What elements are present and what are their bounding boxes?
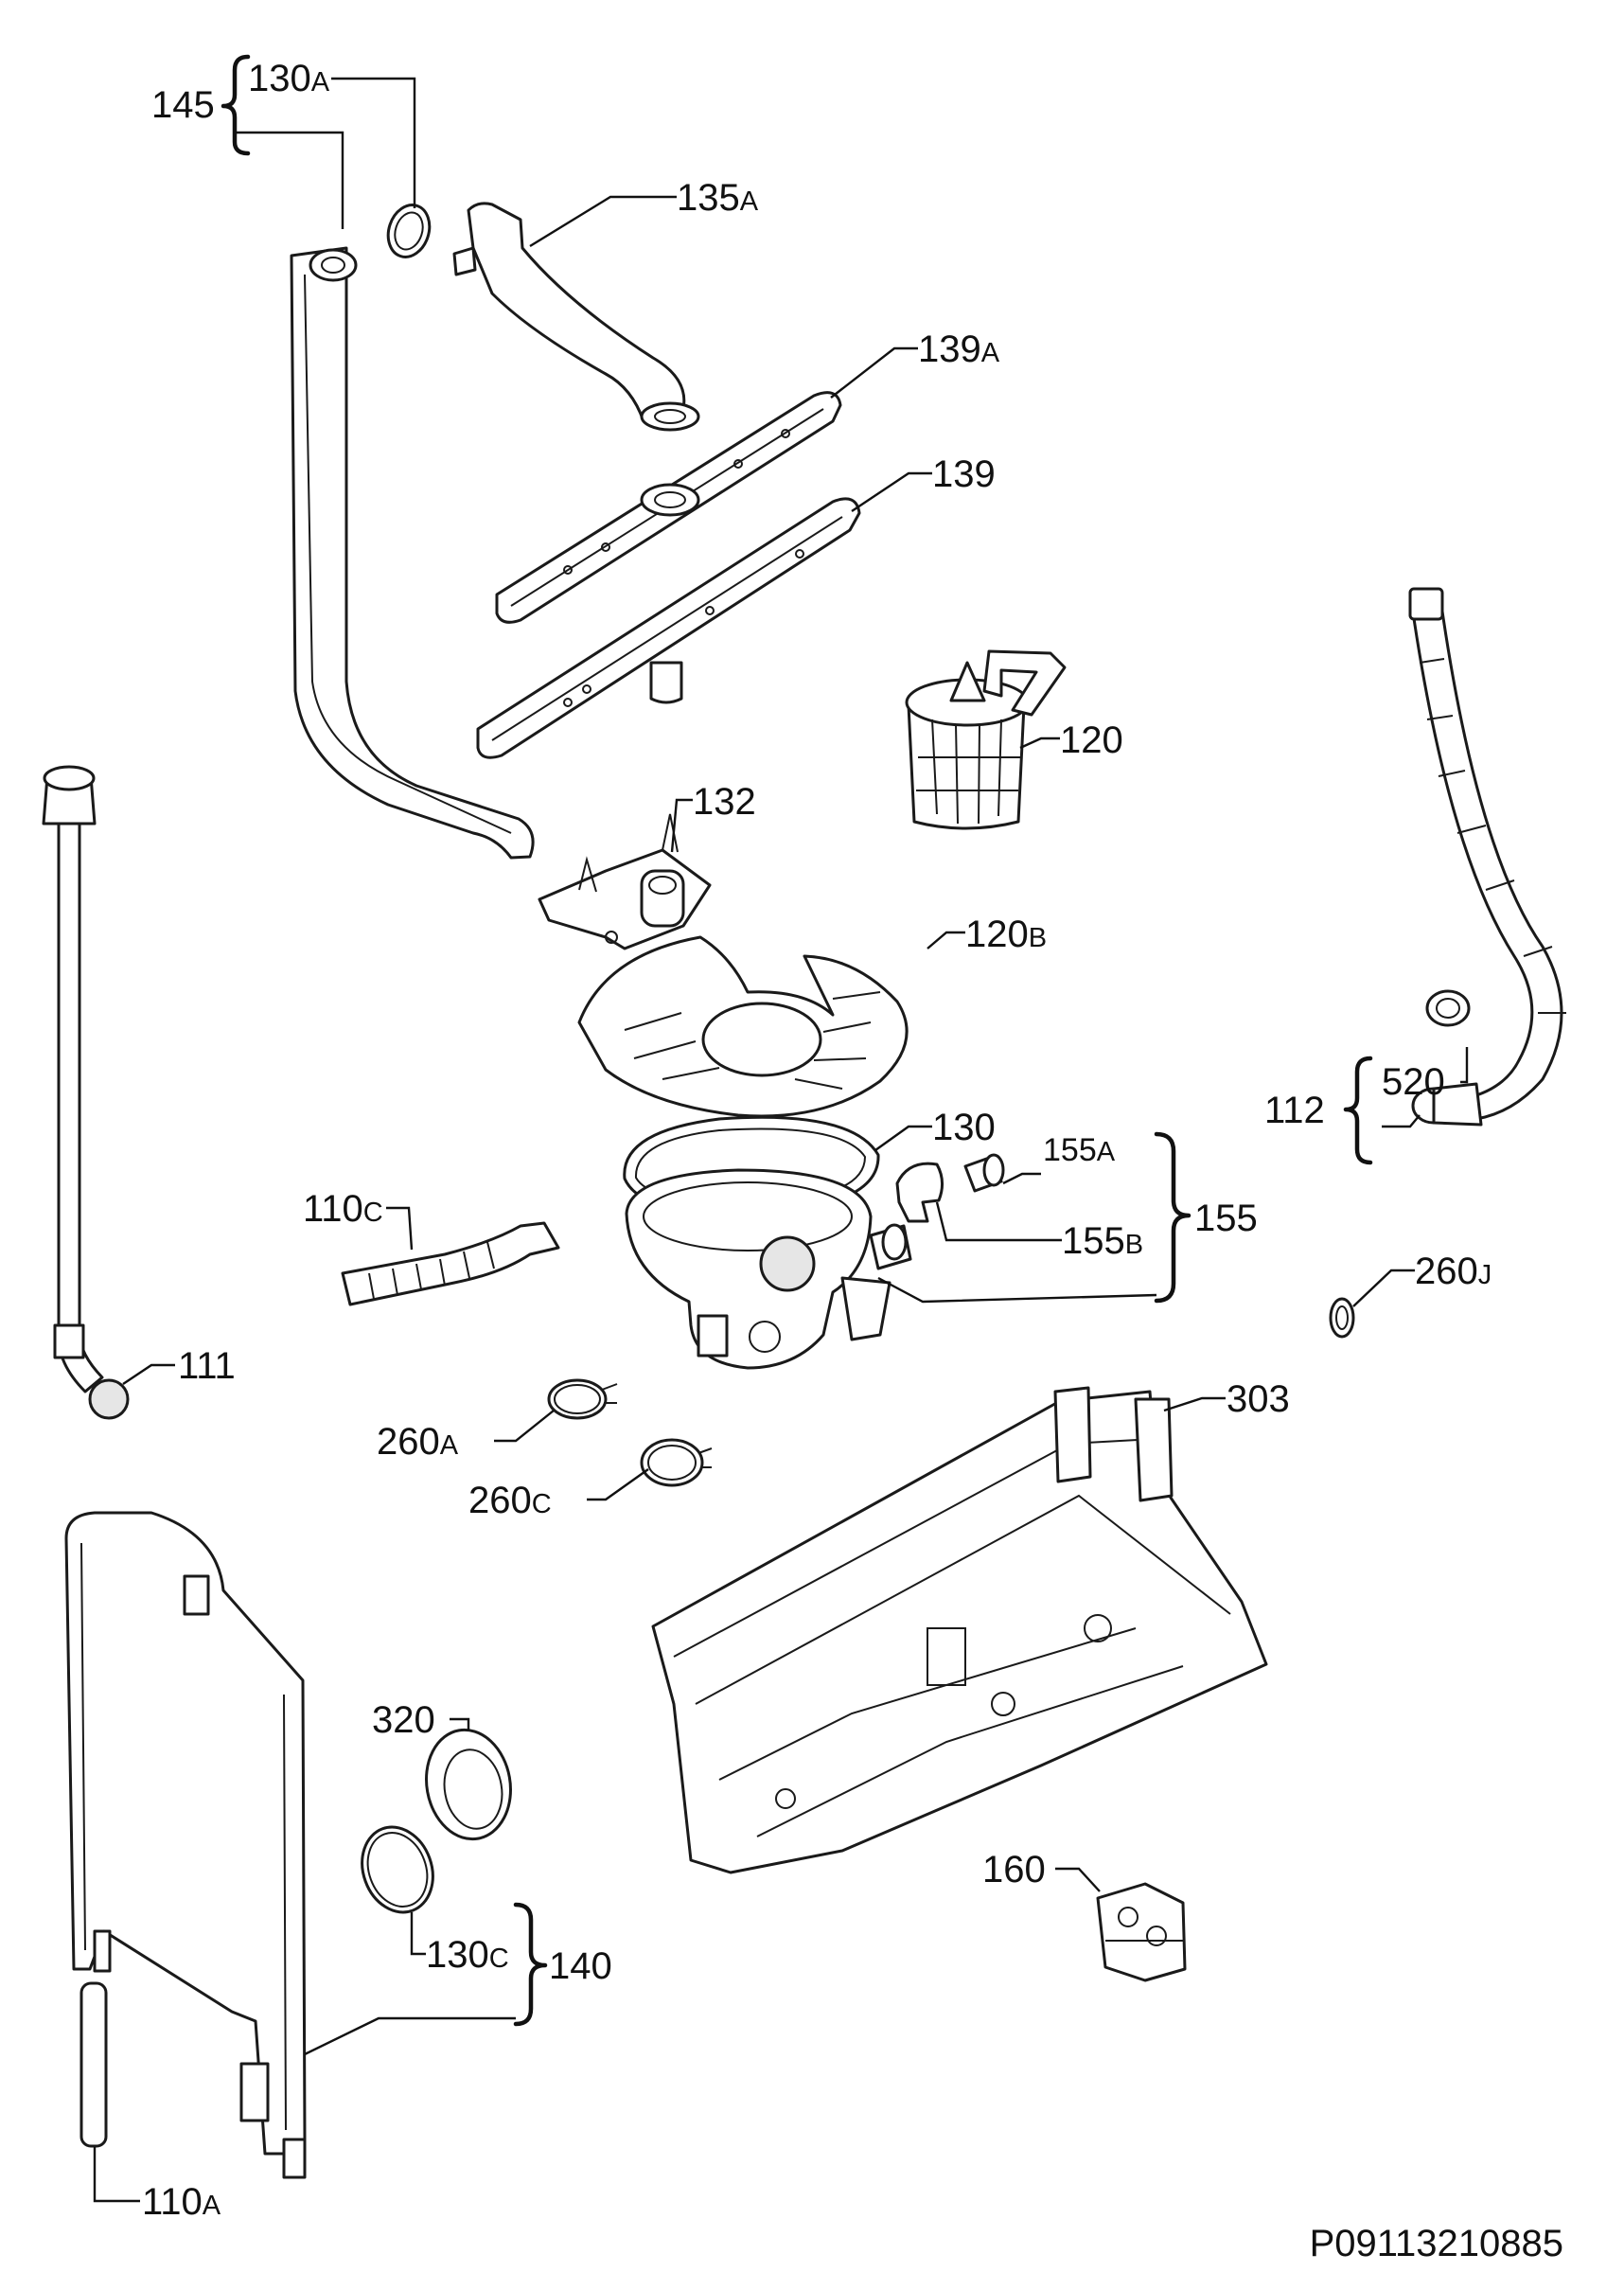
part-320-seal bbox=[425, 1728, 512, 1841]
part-120b-filter-plate bbox=[577, 935, 909, 1118]
part-139-lower-spray-arm bbox=[476, 497, 861, 759]
label-130c: 130C bbox=[426, 1934, 509, 1976]
label-139a: 139A bbox=[918, 328, 1000, 370]
label-260a: 260A bbox=[377, 1421, 459, 1463]
label-260j: 260J bbox=[1415, 1251, 1492, 1292]
label-155a: 155A bbox=[1043, 1132, 1116, 1168]
label-155b: 155B bbox=[1062, 1220, 1143, 1262]
label-160: 160 bbox=[982, 1849, 1046, 1890]
brace-145 bbox=[221, 54, 251, 156]
part-111-inlet-hose bbox=[42, 765, 130, 1420]
label-155: 155 bbox=[1194, 1198, 1258, 1239]
label-120b: 120B bbox=[965, 914, 1047, 955]
part-140-water-tank bbox=[64, 1511, 307, 2179]
label-132: 132 bbox=[693, 781, 756, 823]
label-303: 303 bbox=[1227, 1378, 1290, 1420]
label-145: 145 bbox=[151, 84, 215, 126]
label-520: 520 bbox=[1382, 1061, 1445, 1103]
label-260c: 260C bbox=[468, 1480, 552, 1521]
leader-lines bbox=[93, 77, 1469, 2203]
label-130a: 130A bbox=[248, 58, 330, 99]
part-110c-corrugated-hose bbox=[341, 1221, 560, 1306]
part-155-sump-assembly bbox=[625, 1168, 912, 1370]
part-303-base-frame bbox=[651, 1386, 1268, 1874]
brace-155 bbox=[1154, 1131, 1192, 1304]
part-130c-o-ring bbox=[361, 1825, 434, 1914]
brace-140 bbox=[513, 1902, 548, 2027]
part-112-drain-hose bbox=[1408, 587, 1566, 1127]
part-520-clamp bbox=[1425, 989, 1471, 1027]
label-320: 320 bbox=[372, 1699, 435, 1741]
diagram-code: P09113210885 bbox=[1310, 2223, 1563, 2264]
part-260j-clip bbox=[1329, 1297, 1355, 1339]
part-145-spray-tube bbox=[290, 246, 535, 860]
label-140: 140 bbox=[549, 1945, 612, 1987]
label-139: 139 bbox=[932, 453, 996, 495]
part-260a-hose-clip bbox=[547, 1378, 618, 1420]
label-130: 130 bbox=[932, 1107, 996, 1148]
part-110a-tube bbox=[79, 1981, 108, 2148]
label-111: 111 bbox=[178, 1345, 236, 1387]
label-120: 120 bbox=[1060, 719, 1123, 761]
label-135a: 135A bbox=[677, 177, 759, 219]
part-130a-o-ring bbox=[386, 204, 432, 258]
group-braces bbox=[221, 54, 1373, 2027]
part-135a-supply-pipe bbox=[452, 202, 700, 432]
part-260c-hose-clip bbox=[640, 1438, 713, 1487]
label-112: 112 bbox=[1264, 1090, 1325, 1131]
part-160-pump bbox=[1096, 1882, 1187, 1982]
part-155a-connector bbox=[963, 1153, 1005, 1193]
label-110a: 110A bbox=[142, 2181, 221, 2223]
part-120-filter bbox=[905, 649, 1067, 830]
part-139a-upper-spray-arm bbox=[495, 391, 842, 624]
callout-labels: 145 130A 135A 139A 139 120 132 120B 112 … bbox=[142, 58, 1563, 2264]
brace-112 bbox=[1343, 1056, 1373, 1165]
label-110c: 110C bbox=[303, 1188, 383, 1230]
part-132-sensor-bracket bbox=[538, 813, 712, 950]
part-155b-valve-body bbox=[895, 1162, 944, 1223]
